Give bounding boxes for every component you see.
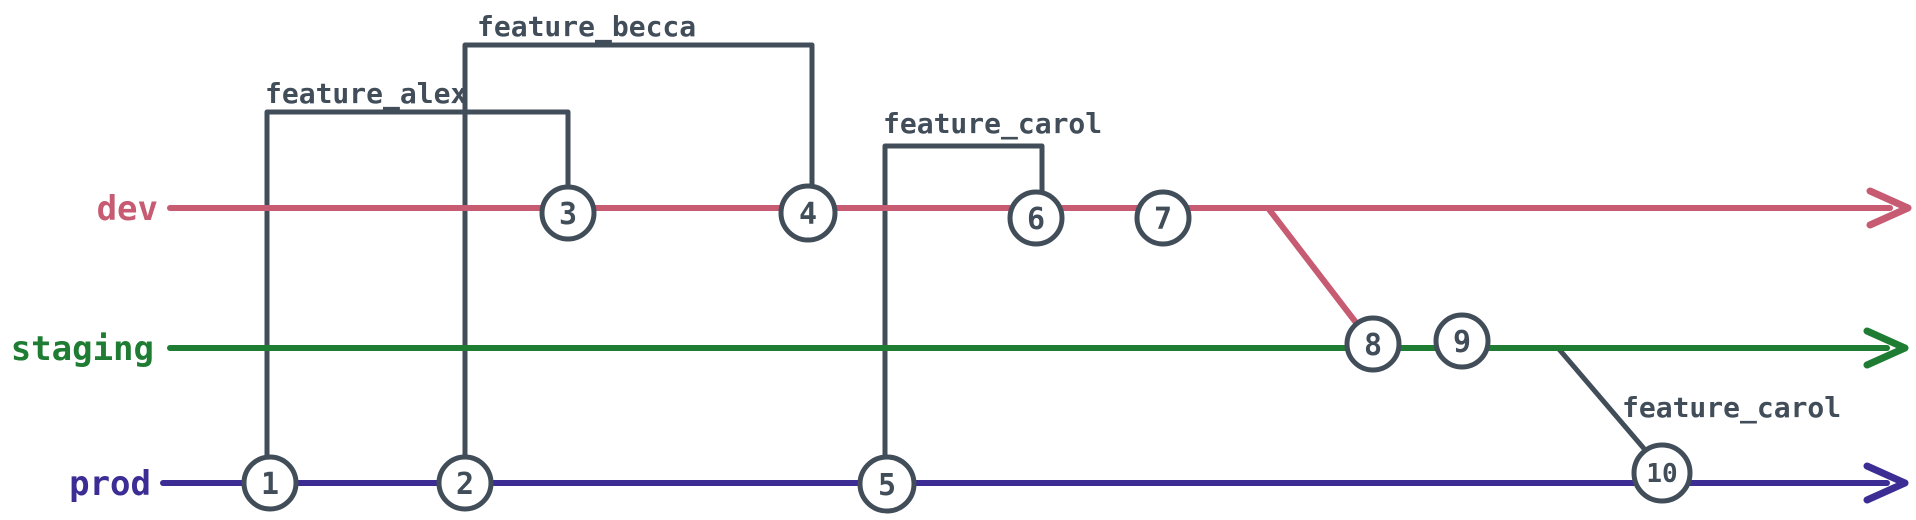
merge-line	[1265, 205, 1367, 336]
commit-id: 8	[1364, 328, 1382, 363]
feature-branch-label: feature_alex	[265, 77, 467, 110]
feature-branch-label: feature_becca	[477, 10, 696, 43]
feature-branch-line	[882, 143, 1045, 461]
commit-id: 10	[1646, 459, 1677, 489]
commit-circle	[1344, 315, 1402, 373]
commit-circle	[1134, 189, 1192, 247]
feature-branch-line	[462, 42, 815, 461]
commit-id: 6	[1027, 202, 1045, 237]
commit-node: 2	[436, 454, 494, 512]
commit-circle	[539, 184, 597, 242]
commit-node: 3	[539, 184, 597, 242]
commit-id: 9	[1453, 325, 1471, 360]
commit-circle	[1631, 442, 1693, 504]
commit-id: 1	[261, 467, 279, 502]
commit-node: 6	[1007, 189, 1065, 247]
commit-circle	[436, 454, 494, 512]
commit-circle	[241, 454, 299, 512]
commit-id: 2	[456, 467, 474, 502]
feature-branch-line	[1555, 345, 1655, 461]
commit-node: 7	[1134, 189, 1192, 247]
commit-id: 4	[799, 197, 817, 232]
commit-circle	[857, 454, 917, 514]
commit-id: 5	[878, 468, 896, 503]
branch-label-prod: prod	[69, 464, 151, 504]
commit-node: 1	[241, 454, 299, 512]
commit-node: 8	[1344, 315, 1402, 373]
arrowhead-icon	[1863, 327, 1909, 369]
commit-node: 9	[1433, 312, 1491, 370]
commit-id: 3	[559, 197, 577, 232]
feature-branch-label: feature_carol	[883, 107, 1102, 140]
commit-circle	[778, 183, 838, 243]
branch-label-dev: dev	[97, 189, 158, 229]
commit-node: 5	[857, 454, 917, 514]
commit-circle	[1433, 312, 1491, 370]
commit-node: 4	[778, 183, 838, 243]
commit-circle	[1007, 189, 1065, 247]
feature-branch-label: feature_carol	[1622, 391, 1841, 424]
arrowhead-icon	[1866, 187, 1912, 229]
commit-node: 10	[1631, 442, 1693, 504]
commit-id: 7	[1154, 202, 1172, 237]
branch-label-staging: staging	[11, 329, 154, 369]
arrowhead-icon	[1863, 462, 1909, 504]
feature-branch-line	[264, 109, 571, 461]
